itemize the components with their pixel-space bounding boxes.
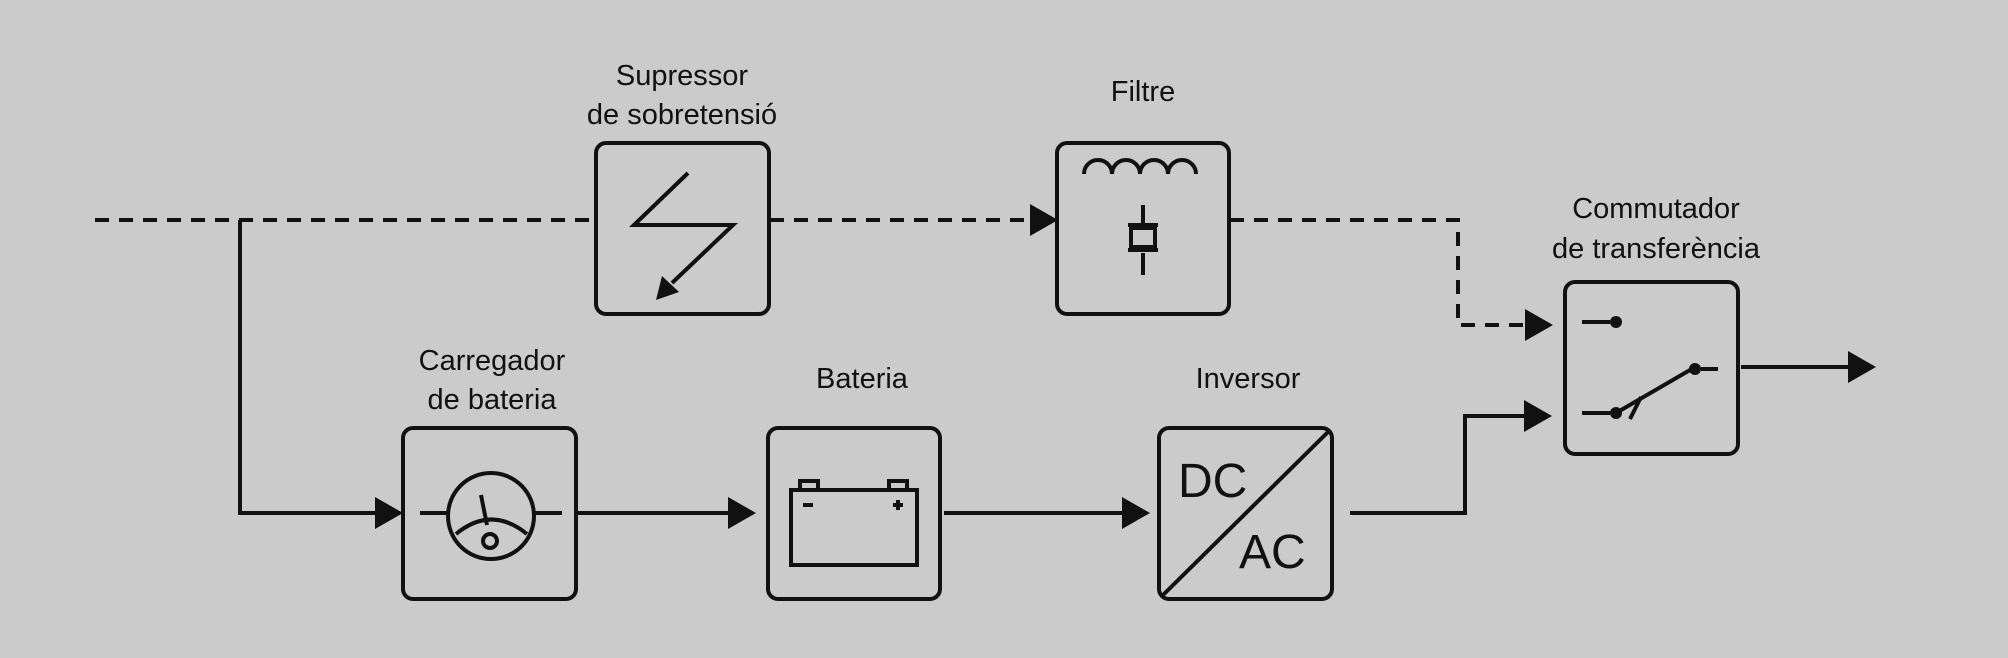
inverter-input-arrow xyxy=(1122,497,1150,529)
battery-input-arrow xyxy=(728,497,756,529)
filter-to-switch-dashed-line xyxy=(1230,218,1525,327)
inverter-block: Inversor DC AC xyxy=(1157,363,1334,601)
charger-input-arrow xyxy=(375,497,403,529)
battery-block: Bateria xyxy=(766,363,942,601)
surge-suppressor-box xyxy=(594,141,771,316)
transfer-switch-label-line1: Commutador xyxy=(1572,193,1740,225)
transfer-switch-box xyxy=(1563,280,1740,456)
input-to-charger-line xyxy=(238,220,375,515)
battery-box xyxy=(766,426,942,601)
filter-box xyxy=(1055,141,1231,316)
battery-icon xyxy=(789,479,919,567)
inverter-to-switch-line xyxy=(1350,414,1524,515)
filter-block: Filtre xyxy=(1055,76,1231,316)
gauge-icon xyxy=(420,471,562,561)
surge-suppressor-block: Supressor de sobretensió xyxy=(587,60,777,316)
inductor-crystal-icon xyxy=(1082,158,1198,275)
battery-charger-label-line2: de bateria xyxy=(428,384,558,416)
switch-main-arrow xyxy=(1524,400,1552,432)
switch-bypass-arrow xyxy=(1525,309,1553,341)
surge-suppressor-label-line2: de sobretensió xyxy=(587,99,777,131)
inverter-ac-text: AC xyxy=(1239,526,1306,579)
filter-label: Filtre xyxy=(1111,76,1175,108)
main-path xyxy=(238,220,1876,529)
output-arrow xyxy=(1848,351,1876,383)
bypass-path xyxy=(95,204,1553,341)
battery-label: Bateria xyxy=(816,363,909,395)
lightning-icon xyxy=(629,171,739,300)
inverter-dc-text: DC xyxy=(1178,455,1247,508)
inverter-box xyxy=(1157,426,1334,601)
battery-charger-block: Carregador de bateria xyxy=(401,345,578,601)
inverter-diagonal xyxy=(1159,428,1332,599)
battery-charger-box xyxy=(401,426,578,601)
inverter-label: Inversor xyxy=(1196,363,1301,395)
transfer-switch-label-line2: de transferència xyxy=(1552,233,1761,265)
battery-charger-label-line1: Carregador xyxy=(419,345,566,377)
filter-input-arrow xyxy=(1030,204,1058,236)
transfer-switch-block: Commutador de transferència xyxy=(1552,193,1761,456)
switch-icon xyxy=(1582,316,1718,420)
surge-suppressor-label-line1: Supressor xyxy=(616,60,749,92)
